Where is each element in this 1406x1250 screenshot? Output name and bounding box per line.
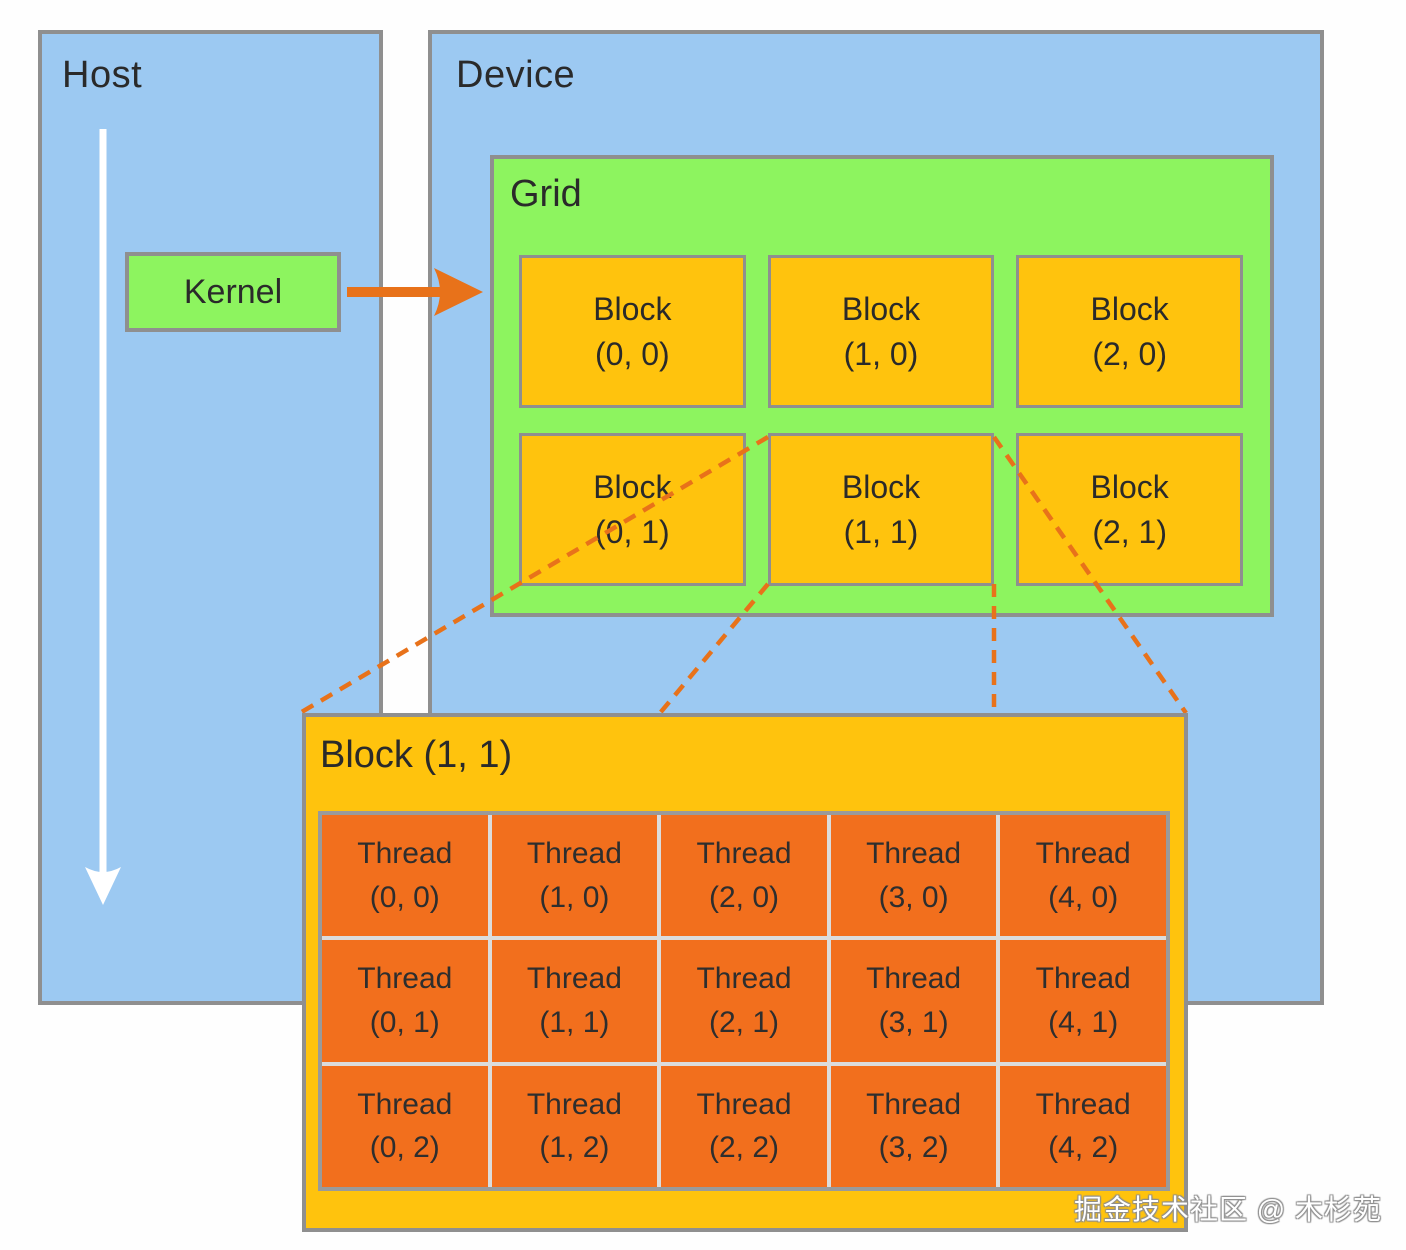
grid-block-2-0: Block (2, 0) [1016,255,1243,408]
thread-cell-3-0: Thread (3, 0) [830,815,997,937]
thread-cell-2-0: Thread (2, 0) [661,815,827,937]
grid-block-index: (0, 0) [594,335,670,372]
thread-cell-4-2: Thread (4, 2) [1000,1065,1166,1187]
thread-cell-label: Thread [866,1087,962,1121]
grid-block-2-1: Block (2, 1) [1016,433,1243,586]
grid-block-index: (2, 0) [1092,335,1167,372]
kernel-box: Kernel [125,252,341,332]
thread-cell-3-1: Thread (3, 1) [830,940,997,1062]
thread-cell-0-1: Thread (0, 1) [322,940,488,1062]
grid-block-1-0: Block (1, 0) [767,255,995,408]
thread-cell-2-1: Thread (2, 1) [661,940,827,1062]
thread-cell-index: (1, 1) [539,1005,610,1039]
thread-cell-1-2: Thread (1, 2) [491,1065,658,1187]
grid-label: Grid [510,173,582,215]
thread-cell-0-2: Thread (0, 2) [322,1065,488,1187]
grid-block-index: (1, 1) [843,513,919,550]
thread-cell-label: Thread [526,1087,622,1121]
thread-cell-label: Thread [357,962,453,996]
expanded-block-panel: Block (1, 1) Thread(0, 0)Thread(1, 0)Thr… [302,713,1188,1232]
thread-cell-index: (3, 2) [878,1131,949,1165]
thread-cell-index: (0, 1) [369,1005,440,1039]
thread-cell-label: Thread [357,1087,453,1121]
expanded-block-title: Block (1, 1) [320,734,513,776]
kernel-label: Kernel [183,272,283,311]
thread-cell-index: (2, 0) [708,880,779,914]
thread-cell-4-0: Thread (4, 0) [1000,815,1166,937]
thread-cell-2-2: Thread (2, 2) [661,1065,827,1187]
watermark-text: 掘金技术社区 @ 木杉苑 [1074,1194,1382,1225]
thread-cell-label: Thread [526,962,622,996]
grid-block-label: Block [1090,468,1169,505]
grid-block-index: (1, 0) [843,335,919,372]
thread-cell-index: (3, 1) [878,1005,949,1039]
grid-block-label: Block [593,468,672,505]
thread-cell-index: (0, 2) [369,1131,440,1165]
grid-block-label: Block [841,468,921,505]
thread-cell-label: Thread [357,837,453,871]
thread-cell-index: (2, 1) [708,1005,779,1039]
grid-block-0-0: Block (0, 0) [519,255,746,408]
thread-cell-index: (4, 0) [1048,880,1119,914]
thread-cell-index: (4, 1) [1048,1005,1119,1039]
grid-block-1-1: Block (1, 1) [767,433,995,586]
thread-cell-label: Thread [1035,1087,1131,1121]
thread-cell-1-1: Thread (1, 1) [491,940,658,1062]
thread-cell-label: Thread [866,837,962,871]
thread-cell-label: Thread [1035,962,1131,996]
device-label: Device [456,54,576,96]
grid-block-label: Block [1090,290,1169,327]
thread-cell-index: (0, 0) [369,880,440,914]
thread-cell-label: Thread [696,1087,792,1121]
grid-block-label: Block [841,290,921,327]
grid-block-index: (2, 1) [1092,513,1167,550]
thread-cell-label: Thread [696,837,792,871]
thread-cell-index: (1, 0) [539,880,610,914]
thread-cell-index: (4, 2) [1048,1131,1119,1165]
grid-block-matrix: Block (0, 0) Block (1, 0) Block (2, 0) Block (0… [519,255,1243,586]
thread-cell-1-0: Thread (1, 0) [491,815,658,937]
thread-cell-index: (3, 0) [878,880,949,914]
thread-cell-index: (2, 2) [708,1131,779,1165]
thread-cell-3-2: Thread (3, 2) [830,1065,997,1187]
thread-cell-0-0: Thread (0, 0) [322,815,488,937]
grid-block-label: Block [593,290,672,327]
thread-cell-index: (1, 2) [539,1131,610,1165]
host-label: Host [62,54,143,96]
thread-cell-label: Thread [1035,837,1131,871]
thread-cell-label: Thread [696,962,792,996]
thread-cell-label: Thread [866,962,962,996]
grid-block-0-1: Block (0, 1) [519,433,746,586]
thread-cell-4-1: Thread (4, 1) [1000,940,1166,1062]
thread-matrix: Thread(0, 0)Thread(1, 0)Thread(2, 0)Thre… [318,811,1170,1191]
grid-panel: Grid Block(0, 0)Block(1, 0)Block(2, 0)Bl… [490,155,1274,617]
grid-block-index: (0, 1) [594,513,670,550]
thread-cell-label: Thread [526,837,622,871]
